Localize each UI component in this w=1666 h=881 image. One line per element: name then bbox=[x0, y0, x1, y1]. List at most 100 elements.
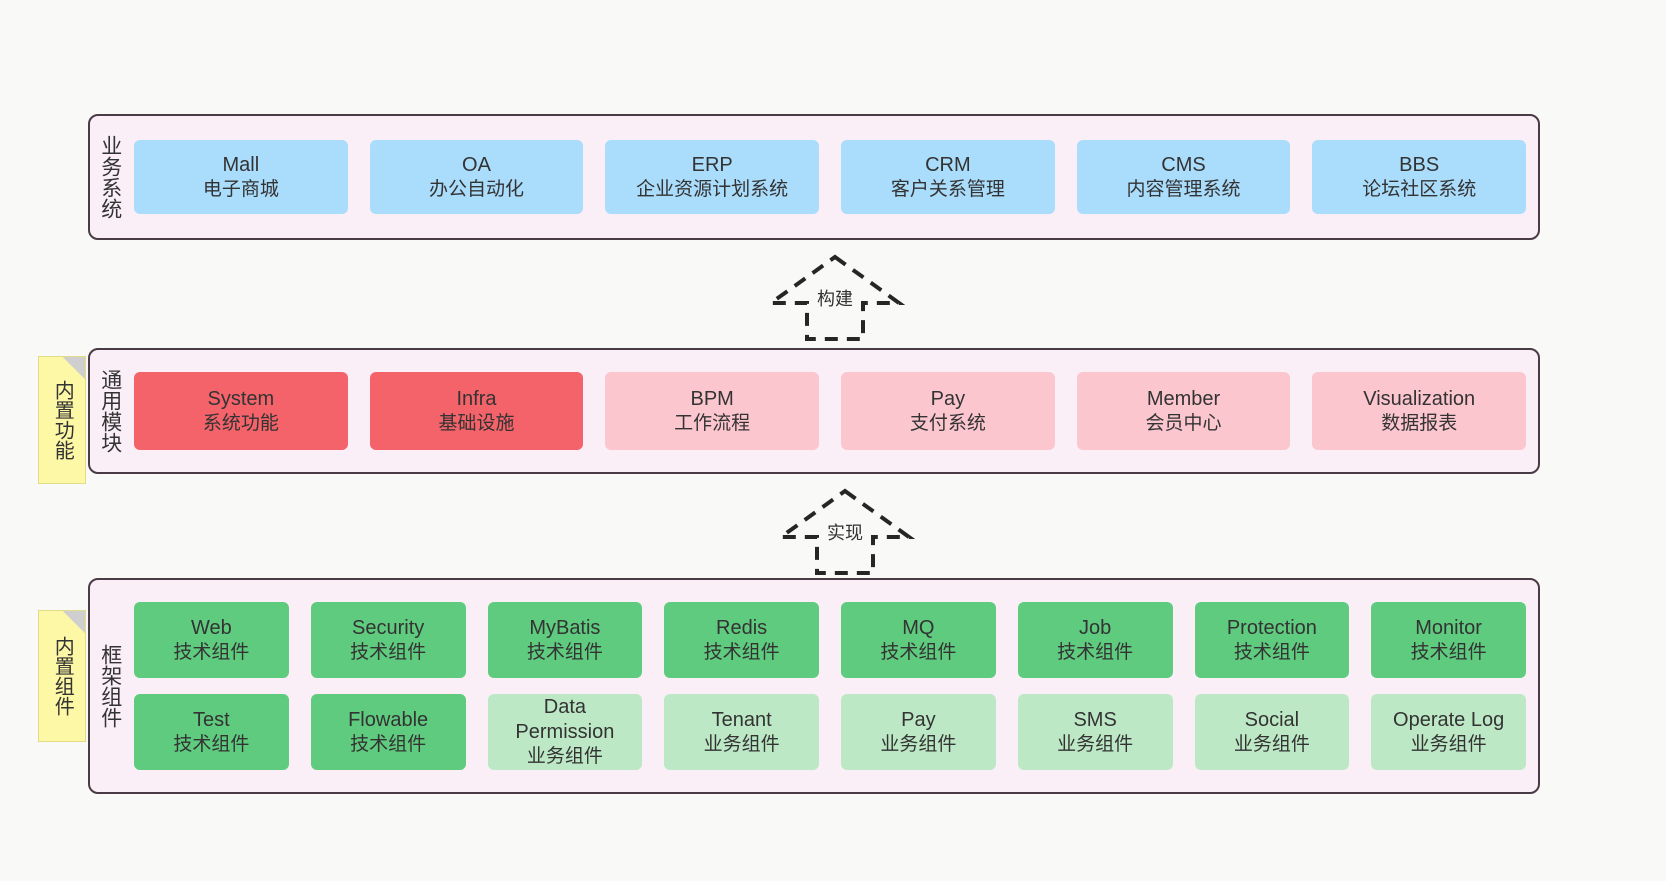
card-title: Job bbox=[1079, 616, 1112, 639]
card-mall[interactable]: Mall 电子商城 bbox=[134, 140, 348, 214]
card-row: System 系统功能 Infra 基础设施 BPM 工作流程 Pay 支付系统… bbox=[134, 372, 1527, 450]
card-subtitle: 技术组件 bbox=[526, 641, 603, 663]
card-protection[interactable]: Protection 技术组件 bbox=[1194, 602, 1350, 678]
dashed-generalization-arrow-icon bbox=[764, 254, 906, 341]
layer-business-systems: 业务系统 Mall 电子商城 OA 办公自动化 ERP 企业资源计划系统 CRM… bbox=[88, 114, 1540, 240]
card-test[interactable]: Test 技术组件 bbox=[134, 694, 289, 770]
card-mq[interactable]: MQ 技术组件 bbox=[841, 602, 996, 678]
arrow-realize: 实现 bbox=[770, 487, 920, 575]
layer-body-business-systems: Mall 电子商城 OA 办公自动化 ERP 企业资源计划系统 CRM 客户关系… bbox=[130, 116, 1538, 238]
card-title: Visualization bbox=[1363, 387, 1476, 410]
dashed-generalization-arrow-icon bbox=[774, 488, 916, 575]
card-visualization[interactable]: Visualization 数据报表 bbox=[1312, 372, 1527, 450]
card-title: Web bbox=[190, 616, 232, 639]
arrow-build: 构建 bbox=[760, 253, 910, 341]
layer-title-framework-components: 框架组件 bbox=[98, 644, 122, 728]
layer-framework-components: 框架组件 Web 技术组件 Security 技术组件 MyBatis 技术组件… bbox=[88, 578, 1540, 794]
card-title: OA bbox=[462, 153, 491, 176]
card-subtitle: 业务组件 bbox=[526, 746, 603, 768]
card-data-permission[interactable]: Data Permission 业务组件 bbox=[487, 694, 643, 770]
card-subtitle: 数据报表 bbox=[1381, 412, 1458, 434]
card-oa[interactable]: OA 办公自动化 bbox=[369, 140, 584, 214]
card-subtitle: 客户关系管理 bbox=[890, 178, 1005, 200]
card-title: Redis bbox=[716, 616, 768, 639]
card-subtitle: 内容管理系统 bbox=[1126, 178, 1241, 200]
card-bbs[interactable]: BBS 论坛社区系统 bbox=[1312, 140, 1527, 214]
card-subtitle: 业务组件 bbox=[1410, 733, 1487, 755]
card-subtitle: 基础设施 bbox=[438, 412, 515, 434]
card-monitor[interactable]: Monitor 技术组件 bbox=[1371, 602, 1526, 678]
card-subtitle: 论坛社区系统 bbox=[1362, 178, 1477, 200]
card-subtitle: 业务组件 bbox=[703, 733, 780, 755]
card-title: Tenant bbox=[711, 708, 772, 731]
card-title: Test bbox=[193, 708, 230, 731]
card-pay-module[interactable]: Pay 支付系统 bbox=[841, 372, 1055, 450]
card-web[interactable]: Web 技术组件 bbox=[134, 602, 289, 678]
card-operate-log[interactable]: Operate Log 业务组件 bbox=[1371, 694, 1526, 770]
layer-common-modules: 通用模块 System 系统功能 Infra 基础设施 BPM 工作流程 Pay… bbox=[88, 348, 1540, 474]
note-builtin-component: 内置组件 bbox=[38, 610, 86, 742]
card-title: Monitor bbox=[1415, 616, 1482, 639]
card-row: Web 技术组件 Security 技术组件 MyBatis 技术组件 Redi… bbox=[134, 602, 1526, 678]
card-infra[interactable]: Infra 基础设施 bbox=[369, 372, 584, 450]
card-title: MQ bbox=[902, 616, 935, 639]
card-title: System bbox=[207, 387, 275, 410]
card-title: Flowable bbox=[348, 708, 429, 731]
card-subtitle: 技术组件 bbox=[350, 733, 427, 755]
card-tenant[interactable]: Tenant 业务组件 bbox=[664, 694, 819, 770]
card-cms[interactable]: CMS 内容管理系统 bbox=[1076, 140, 1291, 214]
card-subtitle: 支付系统 bbox=[909, 412, 986, 434]
arrow-label-realize: 实现 bbox=[827, 523, 863, 543]
card-title: CMS bbox=[1161, 153, 1206, 176]
card-subtitle: 技术组件 bbox=[1410, 641, 1487, 663]
card-title: Operate Log bbox=[1393, 708, 1505, 731]
card-title: Member bbox=[1146, 387, 1221, 410]
card-subtitle: 技术组件 bbox=[1233, 641, 1310, 663]
card-title: BBS bbox=[1399, 153, 1440, 176]
card-title: Data Permission bbox=[515, 696, 615, 744]
card-security[interactable]: Security 技术组件 bbox=[310, 602, 466, 678]
note-builtin-function: 内置功能 bbox=[38, 356, 86, 484]
card-subtitle: 业务组件 bbox=[1233, 733, 1310, 755]
card-title: Mall bbox=[222, 153, 260, 176]
card-title: BPM bbox=[690, 387, 734, 410]
layer-title-common-modules: 通用模块 bbox=[98, 369, 122, 453]
card-subtitle: 技术组件 bbox=[880, 641, 957, 663]
card-member[interactable]: Member 会员中心 bbox=[1076, 372, 1291, 450]
card-title: MyBatis bbox=[529, 616, 601, 639]
card-job[interactable]: Job 技术组件 bbox=[1017, 602, 1173, 678]
card-title: CRM bbox=[925, 153, 971, 176]
card-title: Security bbox=[352, 616, 425, 639]
card-subtitle: 企业资源计划系统 bbox=[636, 178, 789, 200]
card-subtitle: 办公自动化 bbox=[429, 178, 525, 200]
card-subtitle: 技术组件 bbox=[350, 641, 427, 663]
card-subtitle: 电子商城 bbox=[202, 178, 279, 200]
card-title: Pay bbox=[901, 708, 936, 731]
card-subtitle: 技术组件 bbox=[1057, 641, 1134, 663]
card-pay-component[interactable]: Pay 业务组件 bbox=[841, 694, 996, 770]
card-redis[interactable]: Redis 技术组件 bbox=[664, 602, 819, 678]
card-subtitle: 业务组件 bbox=[880, 733, 957, 755]
card-mybatis[interactable]: MyBatis 技术组件 bbox=[487, 602, 643, 678]
card-subtitle: 会员中心 bbox=[1145, 412, 1222, 434]
card-crm[interactable]: CRM 客户关系管理 bbox=[841, 140, 1055, 214]
card-title: Pay bbox=[930, 387, 966, 410]
card-erp[interactable]: ERP 企业资源计划系统 bbox=[605, 140, 820, 214]
layer-body-framework-components: Web 技术组件 Security 技术组件 MyBatis 技术组件 Redi… bbox=[130, 580, 1538, 792]
card-title: Infra bbox=[456, 387, 497, 410]
card-subtitle: 系统功能 bbox=[202, 412, 279, 434]
card-bpm[interactable]: BPM 工作流程 bbox=[605, 372, 820, 450]
card-subtitle: 业务组件 bbox=[1057, 733, 1134, 755]
card-flowable[interactable]: Flowable 技术组件 bbox=[310, 694, 466, 770]
card-title: Social bbox=[1244, 708, 1300, 731]
card-system[interactable]: System 系统功能 bbox=[134, 372, 348, 450]
card-sms[interactable]: SMS 业务组件 bbox=[1017, 694, 1173, 770]
layer-body-common-modules: System 系统功能 Infra 基础设施 BPM 工作流程 Pay 支付系统… bbox=[130, 350, 1538, 472]
layer-title-business-systems: 业务系统 bbox=[98, 135, 122, 219]
card-title: Protection bbox=[1226, 616, 1317, 639]
card-social[interactable]: Social 业务组件 bbox=[1194, 694, 1350, 770]
card-subtitle: 工作流程 bbox=[674, 412, 751, 434]
card-subtitle: 技术组件 bbox=[703, 641, 780, 663]
card-subtitle: 技术组件 bbox=[173, 733, 250, 755]
